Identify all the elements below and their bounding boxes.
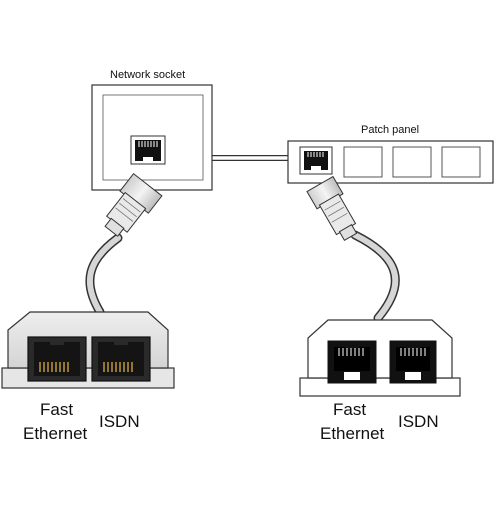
left-port-b-label: ISDN [99,412,140,431]
right-port-b-label: ISDN [398,412,439,431]
left-rj45-plug [104,172,163,237]
patch-panel-empty-slot [392,146,432,178]
network-socket [91,84,213,191]
left-port-a-label-line2: Ethernet [23,424,88,443]
network-socket-label: Network socket [110,69,185,81]
patch-panel-label: Patch panel [361,124,419,136]
patch-panel-empty-slot [441,146,481,178]
right-splitter [299,319,461,397]
left-cable [85,233,123,317]
left-splitter [1,311,175,389]
right-port-a-label-line1: Fast [333,400,366,419]
right-cable [350,230,400,323]
right-port-a-label-line2: Ethernet [320,424,385,443]
socket-rj45-port [130,135,166,165]
patch-panel [287,140,494,184]
left-splitter-port-fast-ethernet [27,336,87,382]
patch-panel-empty-slot [343,146,383,178]
left-splitter-port-isdn [91,336,151,382]
patch-panel-rj45-port [299,146,333,175]
right-splitter-port-isdn [389,340,437,384]
right-splitter-port-fast-ethernet [327,340,377,384]
left-port-a-label-line1: Fast [40,400,73,419]
right-rj45-plug [306,175,358,242]
